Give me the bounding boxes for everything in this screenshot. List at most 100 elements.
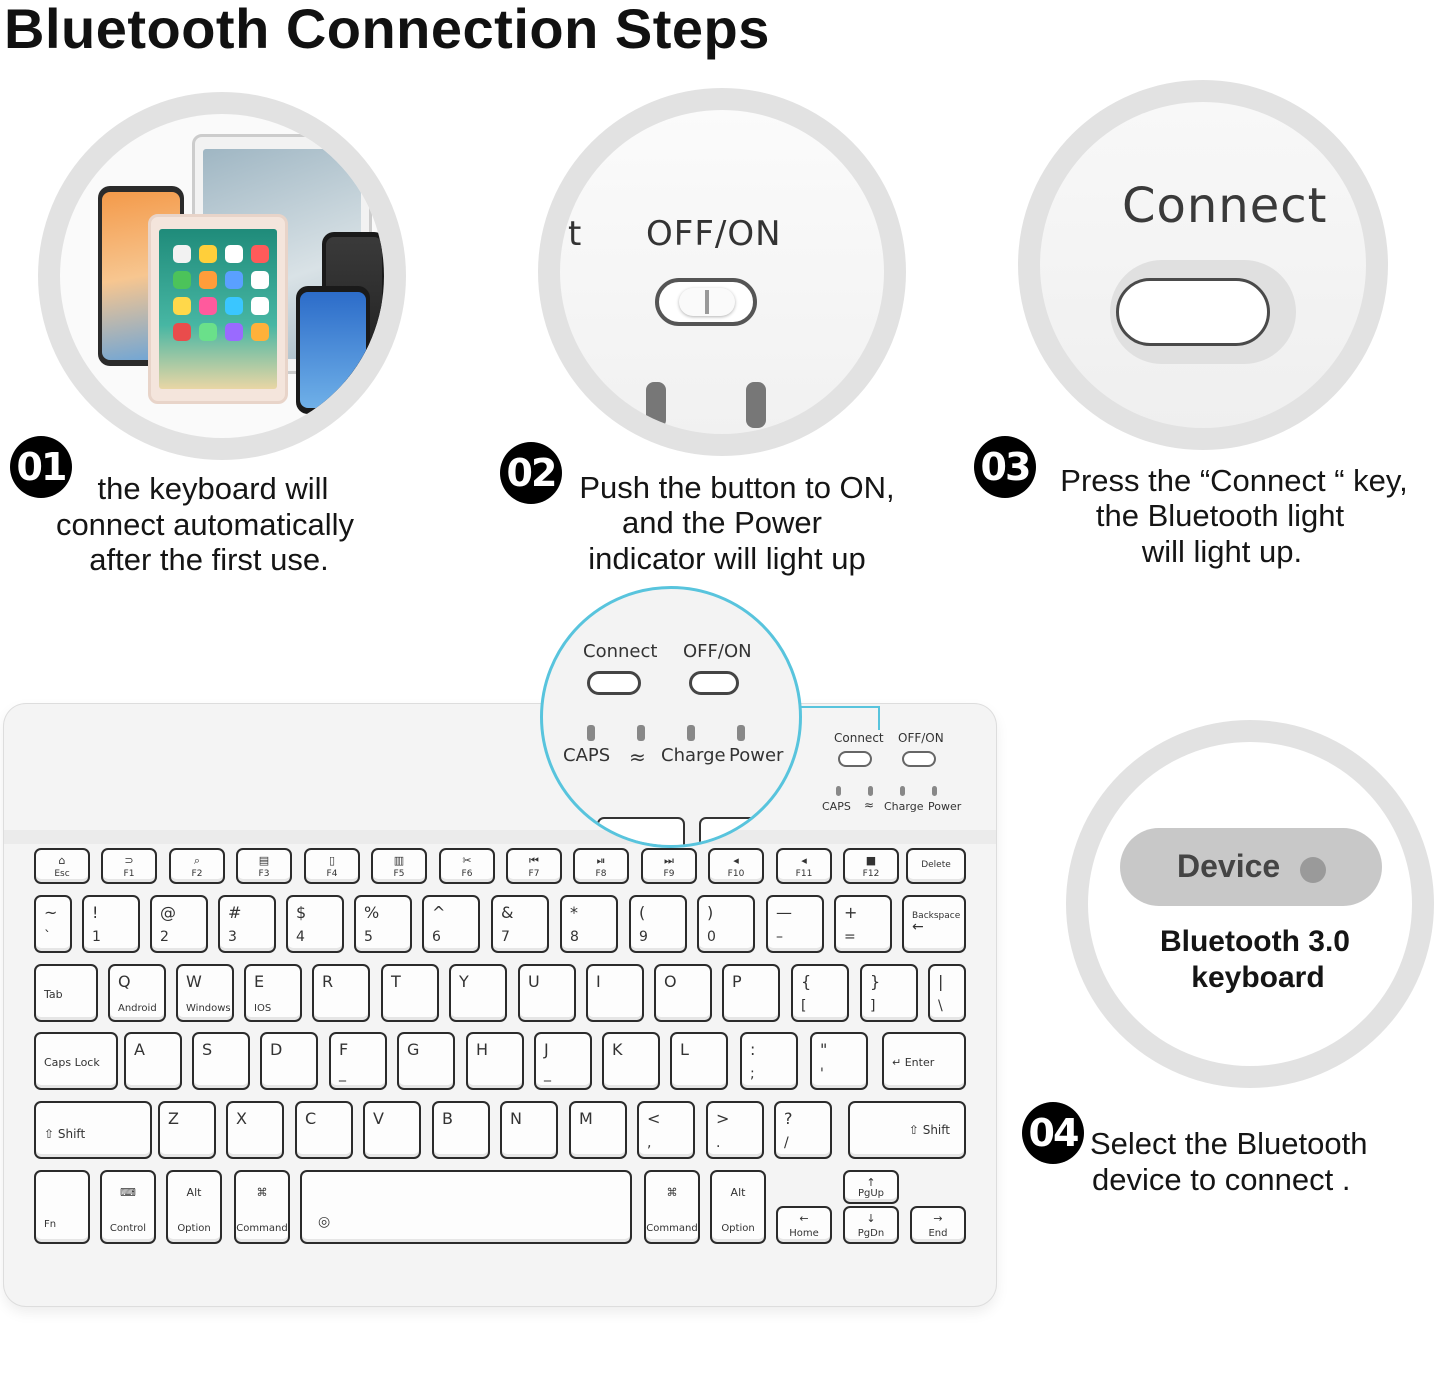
key-q-11[interactable]: {[ bbox=[791, 964, 849, 1022]
key-z-4[interactable]: V bbox=[363, 1101, 421, 1159]
key-q-12[interactable]: }] bbox=[860, 964, 918, 1022]
key-num-7[interactable]: &7 bbox=[491, 895, 549, 953]
key-f11[interactable]: ◂F11 bbox=[776, 848, 832, 884]
key-z-1[interactable]: Z bbox=[158, 1101, 216, 1159]
key-a-5[interactable]: G bbox=[397, 1032, 455, 1090]
key-top-label: | bbox=[938, 972, 944, 991]
key-a-2[interactable]: S bbox=[192, 1032, 250, 1090]
key-bottom-4[interactable]: ◎ bbox=[300, 1170, 632, 1244]
key-a-4[interactable]: F_ bbox=[329, 1032, 387, 1090]
key-num-6[interactable]: ^6 bbox=[422, 895, 480, 953]
key-f12[interactable]: ■F12 bbox=[843, 848, 899, 884]
key-z-3[interactable]: C bbox=[295, 1101, 353, 1159]
key-q-9[interactable]: O bbox=[654, 964, 712, 1022]
key-num-4[interactable]: $4 bbox=[286, 895, 344, 953]
key-a-1[interactable]: A bbox=[124, 1032, 182, 1090]
key-num-1[interactable]: !1 bbox=[82, 895, 140, 953]
key-f1[interactable]: ⊃F1 bbox=[101, 848, 157, 884]
key-a-7[interactable]: J_ bbox=[534, 1032, 592, 1090]
key-top-label: ⌘ bbox=[666, 1186, 678, 1199]
key-f7[interactable]: ⏮F7 bbox=[506, 848, 562, 884]
key-z-7[interactable]: M bbox=[569, 1101, 627, 1159]
key-a-11[interactable]: "' bbox=[810, 1032, 868, 1090]
key-a-12[interactable]: ↵ Enter bbox=[882, 1032, 966, 1090]
key-top-label: { bbox=[801, 972, 812, 991]
key-bottom-9[interactable]: ↓PgDn bbox=[843, 1206, 899, 1244]
key-q-7[interactable]: U bbox=[518, 964, 576, 1022]
key-q-0[interactable]: Tab bbox=[34, 964, 98, 1022]
key-f3[interactable]: ▤F3 bbox=[236, 848, 292, 884]
key-num-2[interactable]: @2 bbox=[150, 895, 208, 953]
key-bottom-label: . bbox=[716, 1135, 721, 1151]
key-bottom-7[interactable]: ←Home bbox=[776, 1206, 832, 1244]
key-f8[interactable]: ⏯F8 bbox=[573, 848, 629, 884]
power-switch[interactable] bbox=[655, 278, 757, 326]
key-f2[interactable]: ⌕F2 bbox=[169, 848, 225, 884]
key-a-0[interactable]: Caps Lock bbox=[34, 1032, 118, 1090]
key-z-10[interactable]: ?/ bbox=[774, 1101, 832, 1159]
page-title: Bluetooth Connection Steps bbox=[4, 0, 770, 60]
key-q-13[interactable]: |\ bbox=[928, 964, 966, 1022]
key-z-9[interactable]: >. bbox=[706, 1101, 764, 1159]
connect-button[interactable] bbox=[1116, 278, 1270, 346]
key-bottom-10[interactable]: →End bbox=[910, 1206, 966, 1244]
key-a-3[interactable]: D bbox=[260, 1032, 318, 1090]
panel-offon-label: OFF/ON bbox=[898, 731, 944, 745]
key-a-6[interactable]: H bbox=[466, 1032, 524, 1090]
key-z-11[interactable]: ⇧ Shift bbox=[848, 1101, 966, 1159]
key-bottom-0[interactable]: Fn bbox=[34, 1170, 90, 1244]
key-z-2[interactable]: X bbox=[226, 1101, 284, 1159]
key-top-label: E bbox=[254, 972, 265, 991]
key-z-8[interactable]: <, bbox=[637, 1101, 695, 1159]
key-num-3[interactable]: #3 bbox=[218, 895, 276, 953]
key-num-13[interactable]: Backspace← bbox=[902, 895, 966, 953]
key-z-5[interactable]: B bbox=[432, 1101, 490, 1159]
key-f4[interactable]: ▯F4 bbox=[304, 848, 360, 884]
key-bottom-label: Command bbox=[646, 1223, 698, 1234]
key-a-8[interactable]: K bbox=[602, 1032, 660, 1090]
key-top-label: M bbox=[579, 1109, 593, 1128]
key-num-0[interactable]: ~` bbox=[34, 895, 72, 953]
key-num-11[interactable]: —– bbox=[766, 895, 824, 953]
key-a-10[interactable]: :; bbox=[740, 1032, 798, 1090]
key-bottom-5[interactable]: ⌘ Command bbox=[644, 1170, 700, 1244]
key-bottom-label: F10 bbox=[727, 869, 745, 879]
key-q-4[interactable]: R bbox=[312, 964, 370, 1022]
key-z-0[interactable]: ⇧ Shift bbox=[34, 1101, 152, 1159]
key-f5[interactable]: ▥F5 bbox=[371, 848, 427, 884]
key-esc[interactable]: ⌂Esc bbox=[34, 848, 90, 884]
key-a-9[interactable]: L bbox=[670, 1032, 728, 1090]
key-num-5[interactable]: %5 bbox=[354, 895, 412, 953]
key-num-12[interactable]: += bbox=[834, 895, 892, 953]
key-bottom-3[interactable]: ⌘Command bbox=[234, 1170, 290, 1244]
key-top-label: U bbox=[528, 972, 540, 991]
key-q-6[interactable]: Y bbox=[449, 964, 507, 1022]
zoom-caps-label: CAPS bbox=[563, 745, 611, 766]
key-f9[interactable]: ⏭F9 bbox=[641, 848, 697, 884]
key-f6[interactable]: ✂F6 bbox=[439, 848, 495, 884]
key-q-5[interactable]: T bbox=[381, 964, 439, 1022]
key-f10[interactable]: ◂F10 bbox=[708, 848, 764, 884]
key-bottom-8[interactable]: ↑PgUp bbox=[843, 1170, 899, 1204]
key-num-9[interactable]: (9 bbox=[629, 895, 687, 953]
device-list-item[interactable] bbox=[1120, 828, 1382, 906]
key-delete[interactable]: Delete bbox=[906, 848, 966, 884]
panel-power-switch[interactable] bbox=[902, 751, 936, 767]
key-num-8[interactable]: *8 bbox=[560, 895, 618, 953]
zoom-power-switch[interactable] bbox=[689, 671, 739, 695]
zoom-led-charge bbox=[687, 725, 695, 741]
key-z-6[interactable]: N bbox=[500, 1101, 558, 1159]
step-badge-1: 01 bbox=[10, 436, 72, 498]
panel-connect-button[interactable] bbox=[838, 751, 872, 767]
key-q-8[interactable]: I bbox=[586, 964, 644, 1022]
zoom-connect-button[interactable] bbox=[587, 671, 641, 695]
key-bottom-1[interactable]: ⌨Control bbox=[100, 1170, 156, 1244]
key-q-10[interactable]: P bbox=[722, 964, 780, 1022]
key-num-10[interactable]: )0 bbox=[697, 895, 755, 953]
key-bottom-label: F3 bbox=[258, 869, 270, 879]
